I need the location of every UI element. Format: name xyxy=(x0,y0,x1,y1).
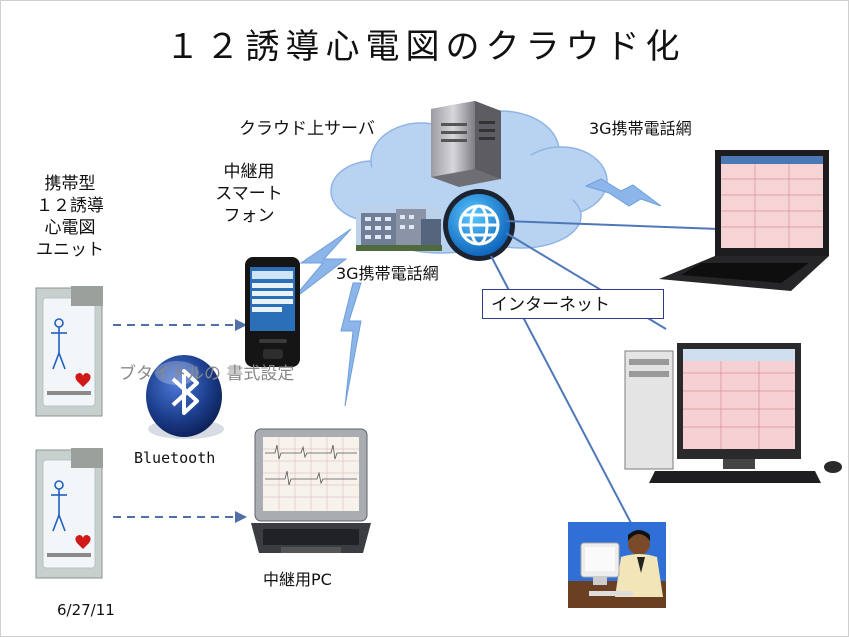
subtitle-placeholder-text: ブタイトルの 書式設定 xyxy=(119,364,295,384)
bluetooth-label: Bluetooth xyxy=(134,449,216,467)
dashed-arrows xyxy=(113,324,237,518)
portable-ecg-unit-label: 携帯型 １２誘導 心電図 ユニット xyxy=(36,174,104,260)
server-icon xyxy=(431,101,501,187)
rugged-laptop-icon xyxy=(251,428,371,553)
globe-icon xyxy=(443,189,515,261)
cloud-server-label: クラウド上サーバ xyxy=(239,119,375,139)
network-3g-label-middle: 3G携帯電話網 xyxy=(336,264,439,283)
slide-date: 6/27/11 xyxy=(57,601,115,619)
ecg-unit-top xyxy=(35,286,103,417)
doctor-at-computer-clipart xyxy=(568,522,666,608)
desktop-computer-icon xyxy=(624,343,842,483)
laptop-icon xyxy=(659,150,829,291)
network-3g-label-right: 3G携帯電話網 xyxy=(589,119,692,138)
ecg-unit-bottom xyxy=(35,448,103,579)
smartphone-icon xyxy=(245,257,300,367)
relay-smartphone-label: 中継用 スマート フォン xyxy=(215,162,283,226)
bluetooth-logo xyxy=(146,355,224,439)
relay-pc-label: 中継用PC xyxy=(263,570,332,589)
internet-label-box: インターネット xyxy=(482,289,664,319)
hospital-building-photo xyxy=(356,206,442,251)
slide-title: １２誘導心電図のクラウド化 xyxy=(165,27,686,67)
arrow-heads xyxy=(235,319,247,523)
